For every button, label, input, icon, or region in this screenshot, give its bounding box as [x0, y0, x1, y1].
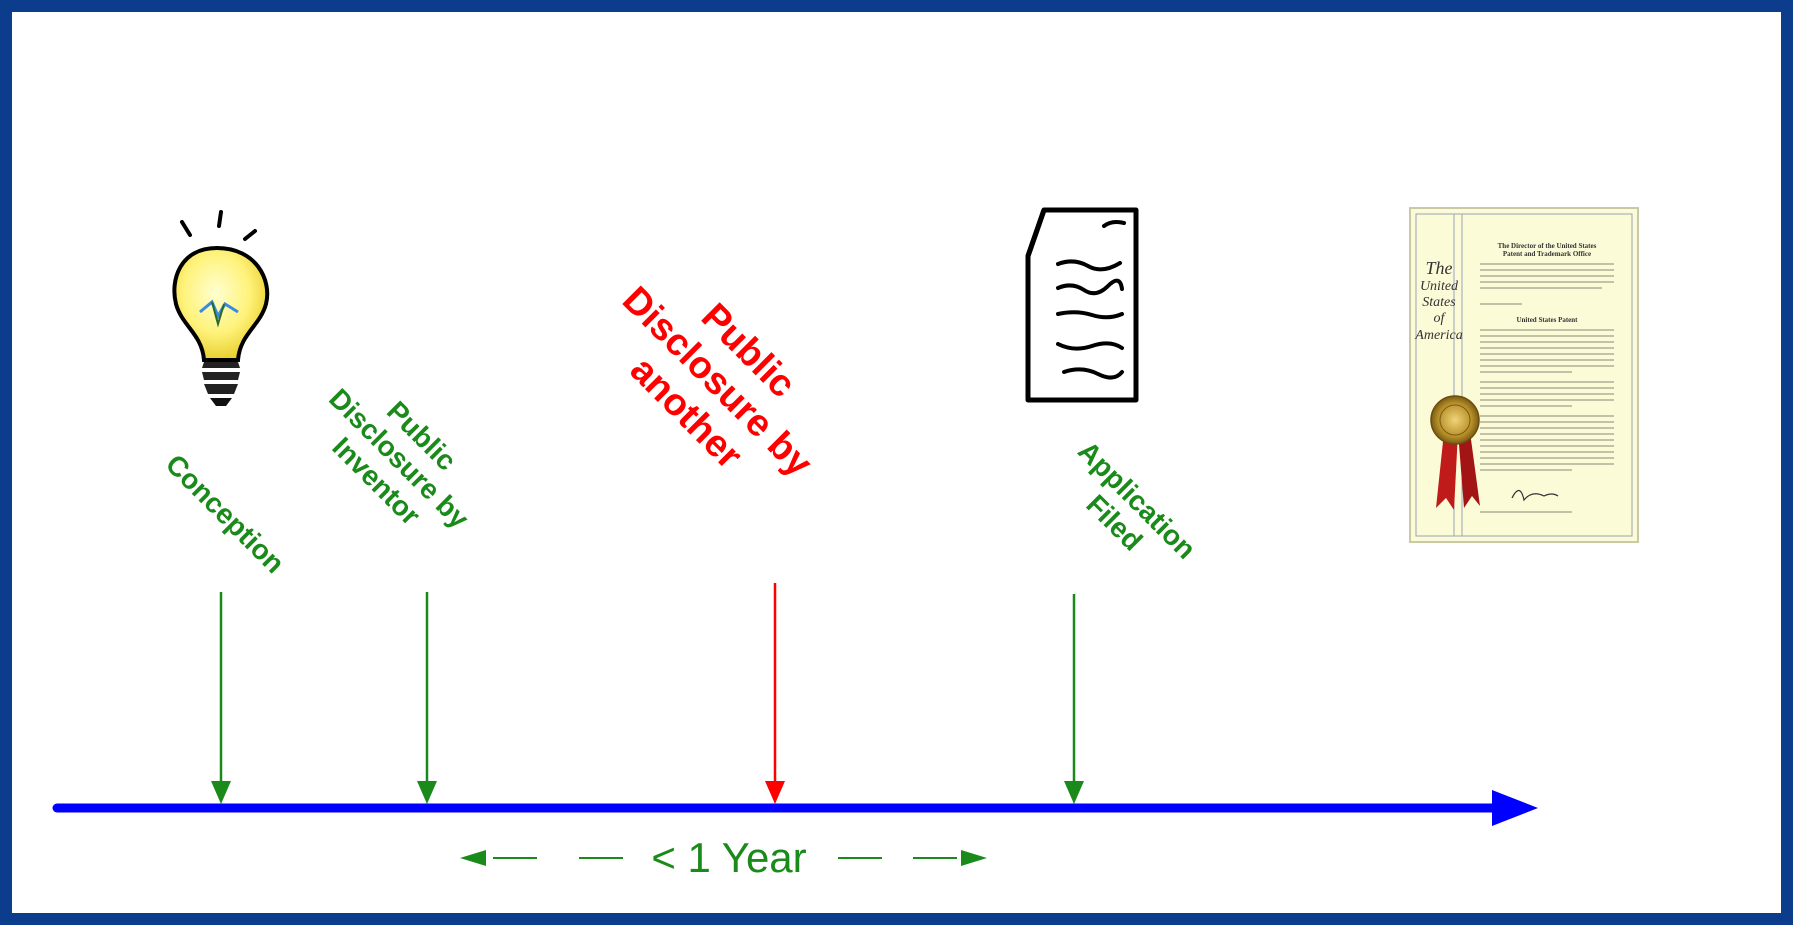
arrow-disclosure-another [765, 583, 785, 804]
certificate-heading-2: Patent and Trademark Office [1503, 250, 1591, 258]
certificate-subtitle: United States Patent [1516, 316, 1578, 324]
label-conception: Conception [160, 448, 291, 579]
arrow-application-filed [1064, 594, 1084, 804]
certificate-body-lines [1480, 263, 1614, 513]
duration-left-arrowhead [460, 850, 486, 866]
certificate-side-2: United [1420, 279, 1459, 294]
lightbulb-icon [172, 210, 270, 406]
label-application-filed: Application Filed [1072, 435, 1202, 565]
certificate-side-4: of [1434, 311, 1447, 326]
patent-certificate-image: The Director of the United States Patent… [1409, 207, 1639, 543]
slide: The Director of the United States Patent… [12, 12, 1781, 913]
label-disclosure-another: Public Disclosure by another [614, 279, 820, 485]
duration-right-arrowhead [961, 850, 987, 866]
certificate-heading-1: The Director of the United States [1498, 242, 1597, 250]
document-icon [1025, 207, 1139, 403]
label-disclosure-inventor: Public Disclosure by Inventor [323, 383, 475, 535]
arrow-conception [211, 592, 231, 804]
timeline-axis [52, 790, 1538, 826]
arrow-disclosure-inventor [417, 592, 437, 804]
patent-timeline-diagram: The Director of the United States Patent… [52, 207, 1639, 881]
certificate-side-5: America [1414, 328, 1462, 343]
certificate-side-3: States [1422, 295, 1456, 310]
signature-mark [1511, 489, 1559, 502]
certificate-side-1: The [1426, 258, 1453, 278]
gold-seal-icon [1430, 395, 1480, 445]
label-conception-text: Conception [160, 448, 291, 579]
duration-label: < 1 Year [651, 834, 806, 881]
duration-indicator: < 1 Year [460, 834, 987, 881]
